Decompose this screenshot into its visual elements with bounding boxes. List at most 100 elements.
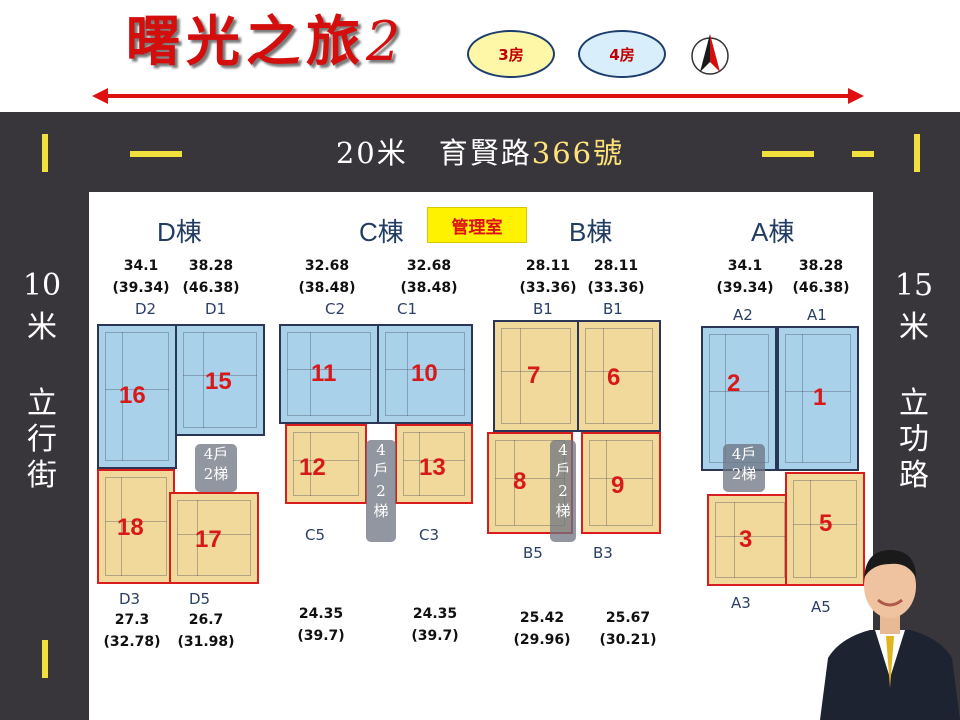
unit-number: 11 bbox=[311, 360, 337, 387]
unit-12[interactable] bbox=[285, 424, 367, 504]
right-road-width: 15 bbox=[894, 268, 934, 303]
left-road-unit: 米 bbox=[27, 310, 57, 345]
right-road-unit: 米 bbox=[899, 310, 929, 345]
unit-code: A5 bbox=[811, 598, 831, 616]
unit-area: 28.11(33.36) bbox=[519, 258, 577, 296]
unit-number: 12 bbox=[299, 454, 326, 481]
top-road-number: 366號 bbox=[531, 136, 625, 170]
unit-area: 32.68(38.48) bbox=[400, 258, 458, 296]
right-road-char: 功 bbox=[899, 422, 929, 457]
unit-1[interactable] bbox=[777, 326, 859, 471]
unit-code: C3 bbox=[419, 526, 440, 544]
floor-plan: D棟 C棟 B棟 A棟 管理室 34.1(39.34) 38.28(46.38)… bbox=[89, 192, 873, 720]
unit-number: 6 bbox=[607, 364, 621, 391]
unit-3[interactable] bbox=[707, 494, 793, 586]
unit-code: A2 bbox=[733, 306, 753, 324]
legend-4-room-label: 4房 bbox=[609, 45, 635, 64]
unit-11[interactable] bbox=[279, 324, 379, 424]
unit-area: 32.68(38.48) bbox=[298, 258, 356, 296]
unit-number: 18 bbox=[117, 514, 144, 541]
unit-code: B3 bbox=[593, 544, 613, 562]
road-mark bbox=[130, 151, 182, 157]
legend-4-room: 4房 bbox=[578, 30, 666, 78]
unit-area: 25.67(30.21) bbox=[599, 610, 657, 648]
unit-area: 27.3(32.78) bbox=[103, 612, 161, 650]
left-road-label: 10 米 立 行 街 bbox=[22, 268, 62, 494]
unit-number: 5 bbox=[819, 510, 833, 537]
unit-6[interactable] bbox=[577, 320, 661, 432]
road-mark bbox=[852, 151, 874, 157]
unit-number: 1 bbox=[813, 384, 827, 411]
unit-area: 34.1(39.34) bbox=[716, 258, 774, 296]
building-c-label: C棟 bbox=[359, 217, 404, 247]
building-b-label: B棟 bbox=[569, 217, 613, 247]
unit-number: 15 bbox=[205, 368, 232, 395]
unit-code: C1 bbox=[397, 300, 418, 318]
page-title: 曙光之旅2 bbox=[126, 14, 406, 69]
unit-area: 38.28(46.38) bbox=[182, 258, 240, 296]
unit-area: 26.7(31.98) bbox=[177, 612, 235, 650]
building-a-label: A棟 bbox=[751, 217, 795, 247]
unit-15[interactable] bbox=[175, 324, 265, 436]
unit-number: 9 bbox=[611, 472, 625, 499]
unit-9[interactable] bbox=[581, 432, 661, 534]
title-main: 曙光之旅 bbox=[126, 9, 366, 73]
unit-code: C5 bbox=[305, 526, 326, 544]
unit-16[interactable] bbox=[97, 324, 177, 469]
left-road-char: 立 bbox=[27, 386, 57, 421]
unit-5[interactable] bbox=[785, 472, 865, 586]
right-road-label: 15 米 立 功 路 bbox=[894, 268, 934, 494]
unit-number: 16 bbox=[119, 382, 146, 409]
unit-code: C2 bbox=[325, 300, 346, 318]
north-arrow-icon bbox=[691, 34, 729, 75]
unit-number: 3 bbox=[739, 526, 753, 553]
unit-code: B5 bbox=[523, 544, 543, 562]
unit-area: 24.35(39.7) bbox=[297, 606, 345, 644]
unit-17[interactable] bbox=[169, 492, 259, 584]
unit-area: 34.1(39.34) bbox=[112, 258, 170, 296]
unit-code: A1 bbox=[807, 306, 827, 324]
unit-area: 24.35(39.7) bbox=[411, 606, 459, 644]
unit-number: 8 bbox=[513, 468, 527, 495]
unit-10[interactable] bbox=[377, 324, 473, 424]
management-office-label: 管理室 bbox=[427, 207, 527, 243]
legend-3-room-label: 3房 bbox=[498, 45, 524, 64]
road-mark bbox=[914, 134, 920, 172]
unit-number: 7 bbox=[527, 362, 541, 389]
width-arrow bbox=[92, 88, 864, 104]
right-road-char: 立 bbox=[899, 386, 929, 421]
top-road-label: 20米 育賢路366號 bbox=[0, 130, 960, 172]
unit-number: 10 bbox=[411, 360, 438, 387]
unit-code: D1 bbox=[205, 300, 227, 318]
unit-area: 38.28(46.38) bbox=[792, 258, 850, 296]
building-d-label: D棟 bbox=[157, 217, 202, 247]
unit-code: D2 bbox=[135, 300, 157, 318]
unit-code: B1 bbox=[603, 300, 623, 318]
left-road-char: 行 bbox=[27, 422, 57, 457]
unit-area: 25.42(29.96) bbox=[513, 610, 571, 648]
unit-13[interactable] bbox=[395, 424, 473, 504]
unit-code: A3 bbox=[731, 594, 751, 612]
road-mark bbox=[42, 134, 48, 172]
unit-code: D5 bbox=[189, 590, 211, 608]
left-road-width: 10 bbox=[22, 268, 62, 303]
road-mark bbox=[42, 640, 48, 678]
left-road-char: 街 bbox=[27, 458, 57, 493]
unit-number: 17 bbox=[195, 526, 222, 553]
right-road-char: 路 bbox=[899, 458, 929, 493]
road-mark bbox=[762, 151, 814, 157]
unit-code: D3 bbox=[119, 590, 141, 608]
top-road-name: 20米 育賢路 bbox=[335, 136, 532, 170]
unit-7[interactable] bbox=[493, 320, 579, 432]
agent-photo bbox=[820, 550, 960, 720]
unit-number: 13 bbox=[419, 454, 446, 481]
title-number: 2 bbox=[366, 10, 407, 73]
legend-3-room: 3房 bbox=[467, 30, 555, 78]
unit-number: 2 bbox=[727, 370, 741, 397]
unit-code: B1 bbox=[533, 300, 553, 318]
unit-area: 28.11(33.36) bbox=[587, 258, 645, 296]
